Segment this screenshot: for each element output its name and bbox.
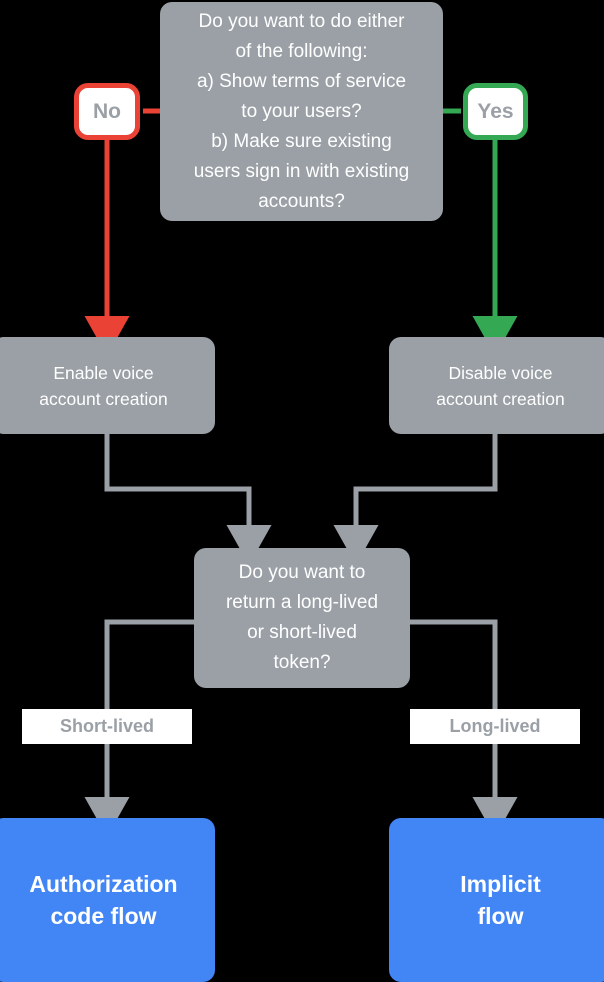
badge-yes-label: Yes — [477, 99, 514, 123]
enable-voice-line-2: account creation — [39, 388, 168, 409]
implicit-flow-text: Implicit flow — [460, 868, 541, 932]
edge-label-short-lived: Short-lived — [22, 709, 192, 744]
enable-voice-text: Enable voice account creation — [39, 360, 167, 412]
authorization-code-flow-line-2: code flow — [50, 903, 157, 929]
disable-voice-line-2: account creation — [436, 388, 565, 409]
terminal-node-implicit-flow: Implicit flow — [389, 818, 604, 982]
decision-node-token-text: Do you want to return a long-lived or sh… — [226, 558, 378, 678]
decision-node-token-lifetime: Do you want to return a long-lived or sh… — [194, 548, 410, 688]
decision-node-terms-of-service: Do you want to do either of the followin… — [160, 2, 443, 221]
decision-terms-line-1: Do you want to do either — [198, 10, 405, 32]
badge-no[interactable]: No — [74, 83, 140, 140]
authorization-code-flow-line-1: Authorization — [29, 871, 178, 897]
terminal-node-authorization-code-flow: Authorization code flow — [0, 818, 215, 982]
process-node-disable-voice-account-creation: Disable voice account creation — [389, 337, 604, 434]
enable-voice-line-1: Enable voice — [53, 362, 154, 383]
process-node-enable-voice-account-creation: Enable voice account creation — [0, 337, 215, 434]
decision-terms-line-2: of the following: — [235, 40, 368, 62]
decision-token-line-4: token? — [273, 652, 331, 673]
decision-terms-line-3: a) Show terms of service — [196, 70, 407, 92]
decision-token-line-2: return a long-lived — [225, 592, 379, 613]
authorization-code-flow-text: Authorization code flow — [29, 868, 177, 932]
decision-terms-line-6: users sign in with existing — [193, 160, 410, 182]
badge-yes[interactable]: Yes — [463, 83, 528, 140]
badge-no-label: No — [93, 99, 121, 123]
edge-label-long-lived-text: Long-lived — [449, 716, 541, 736]
decision-terms-line-7: accounts? — [258, 190, 345, 212]
decision-terms-line-4: to your users? — [241, 100, 362, 122]
disable-voice-text: Disable voice account creation — [436, 360, 564, 412]
implicit-flow-line-2: flow — [477, 903, 524, 929]
decision-node-terms-text: Do you want to do either of the followin… — [194, 7, 409, 217]
implicit-flow-line-1: Implicit — [460, 871, 541, 897]
edge-label-long-lived: Long-lived — [410, 709, 580, 744]
decision-token-line-1: Do you want to — [238, 562, 366, 583]
edge-enable-voice-to-token-decision — [104, 434, 272, 565]
edge-disable-voice-to-token-decision — [333, 434, 498, 565]
decision-terms-line-5: b) Make sure existing — [211, 130, 392, 152]
disable-voice-line-1: Disable voice — [448, 362, 553, 383]
edge-label-short-lived-text: Short-lived — [59, 716, 154, 736]
decision-token-line-3: or short-lived — [247, 622, 357, 643]
